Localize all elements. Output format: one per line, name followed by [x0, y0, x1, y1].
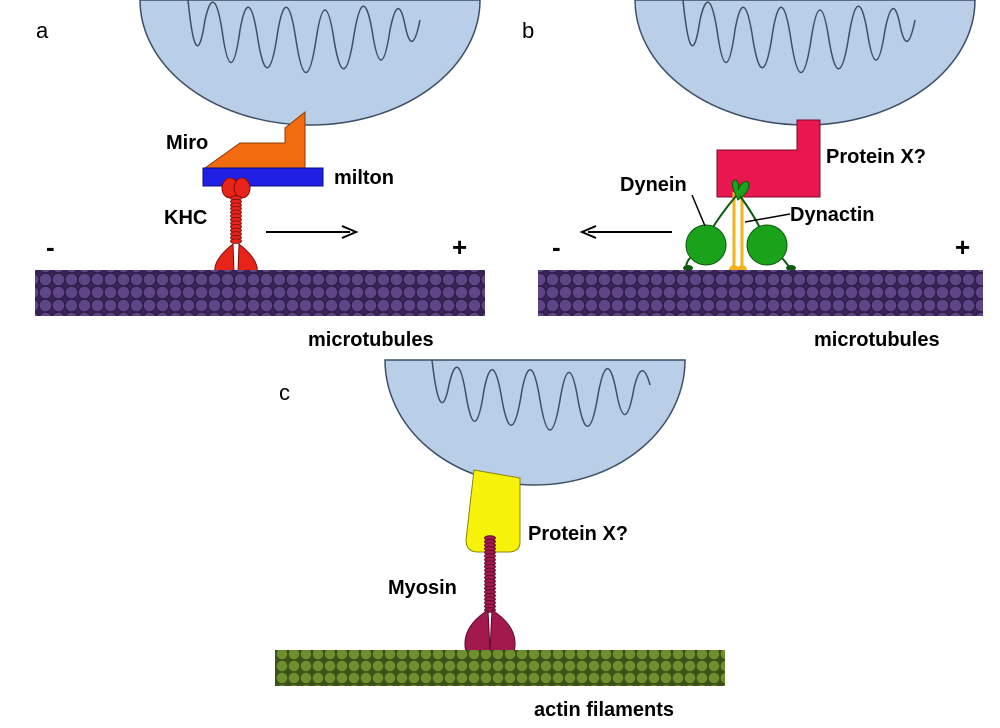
dynactin-complex: [729, 192, 747, 275]
label-khc: KHC: [164, 207, 208, 229]
label-track-b: microtubules: [814, 329, 940, 351]
label-miro: Miro: [166, 132, 209, 154]
kinesin-heavy-chain: [214, 177, 258, 280]
protein-x-b: [716, 119, 821, 198]
panel-a: [35, 0, 485, 316]
label-track-a: microtubules: [308, 329, 434, 351]
label-dynactin: Dynactin: [790, 204, 875, 226]
direction-arrow-minus: [579, 225, 672, 239]
label-plus-b: +: [955, 232, 971, 262]
panel-letter-a: a: [36, 18, 49, 43]
label-minus-a: -: [46, 232, 55, 262]
mitochondrion-c: [384, 359, 686, 486]
panel-letter-c: c: [279, 380, 290, 405]
dynein-complex: [683, 179, 796, 271]
label-protein-x-b: Protein X?: [826, 146, 927, 168]
mitochondrion-a: [139, 0, 481, 126]
mitochondrion-b: [634, 0, 976, 126]
label-minus-b: -: [552, 232, 561, 262]
microtubule-track-b: [538, 270, 983, 316]
protein-x-c: [465, 469, 521, 553]
label-myosin: Myosin: [388, 577, 457, 599]
actin-filament-track: [275, 650, 725, 686]
label-milton: milton: [334, 167, 394, 189]
label-dynein: Dynein: [620, 174, 687, 196]
dynactin-pointer: [744, 213, 791, 223]
label-plus-a: +: [452, 232, 468, 262]
panel-b: [538, 0, 983, 316]
dynein-pointer: [691, 194, 706, 227]
microtubule-track-a: [35, 270, 485, 316]
label-track-c: actin filaments: [534, 699, 675, 721]
panel-c: [275, 359, 725, 686]
direction-arrow-plus: [266, 225, 359, 239]
panel-letter-b: b: [522, 18, 535, 43]
myosin: [464, 535, 516, 658]
label-protein-x-c: Protein X?: [528, 523, 629, 545]
milton-protein: [202, 167, 324, 187]
